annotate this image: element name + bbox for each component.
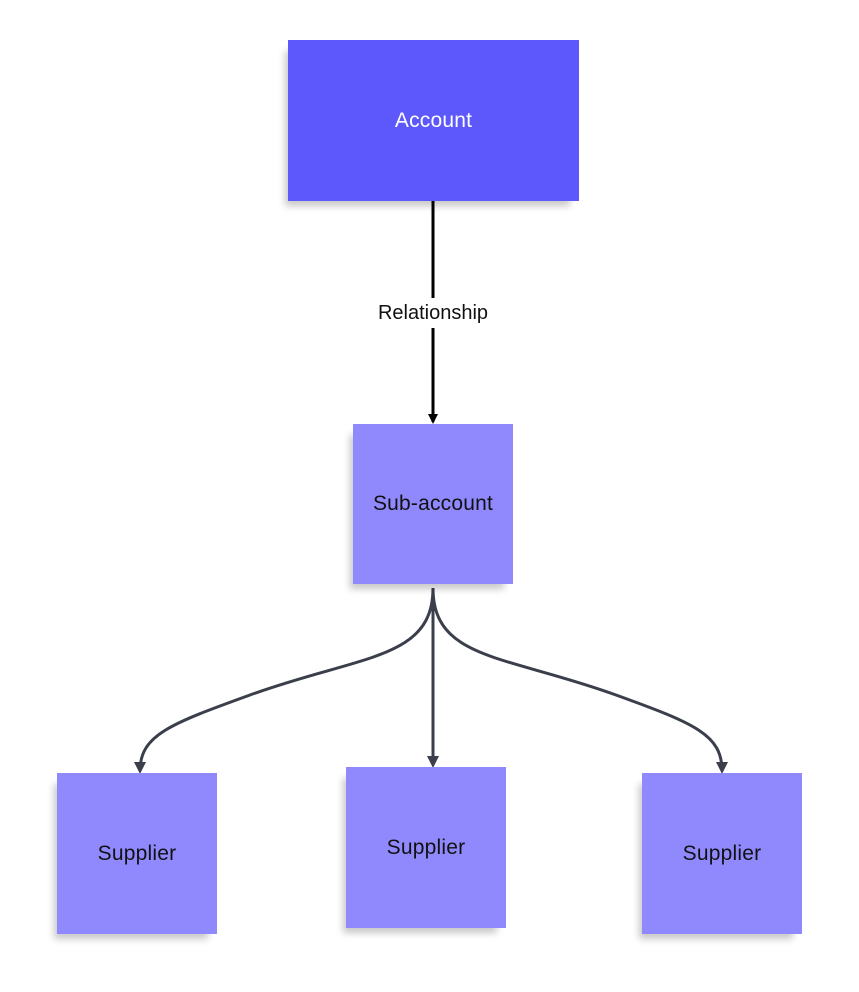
supplier-node[interactable]: Supplier — [642, 773, 802, 934]
connector-subaccount-supplier-3[interactable] — [431, 587, 728, 774]
supplier-node[interactable]: Supplier — [346, 767, 506, 928]
connector-subaccount-supplier-1[interactable] — [134, 587, 435, 774]
relationship-label[interactable]: Relationship — [360, 298, 506, 328]
supplier-node[interactable]: Supplier — [57, 773, 217, 934]
account-node[interactable]: Account — [288, 40, 579, 201]
subaccount-node[interactable]: Sub-account — [353, 424, 513, 584]
